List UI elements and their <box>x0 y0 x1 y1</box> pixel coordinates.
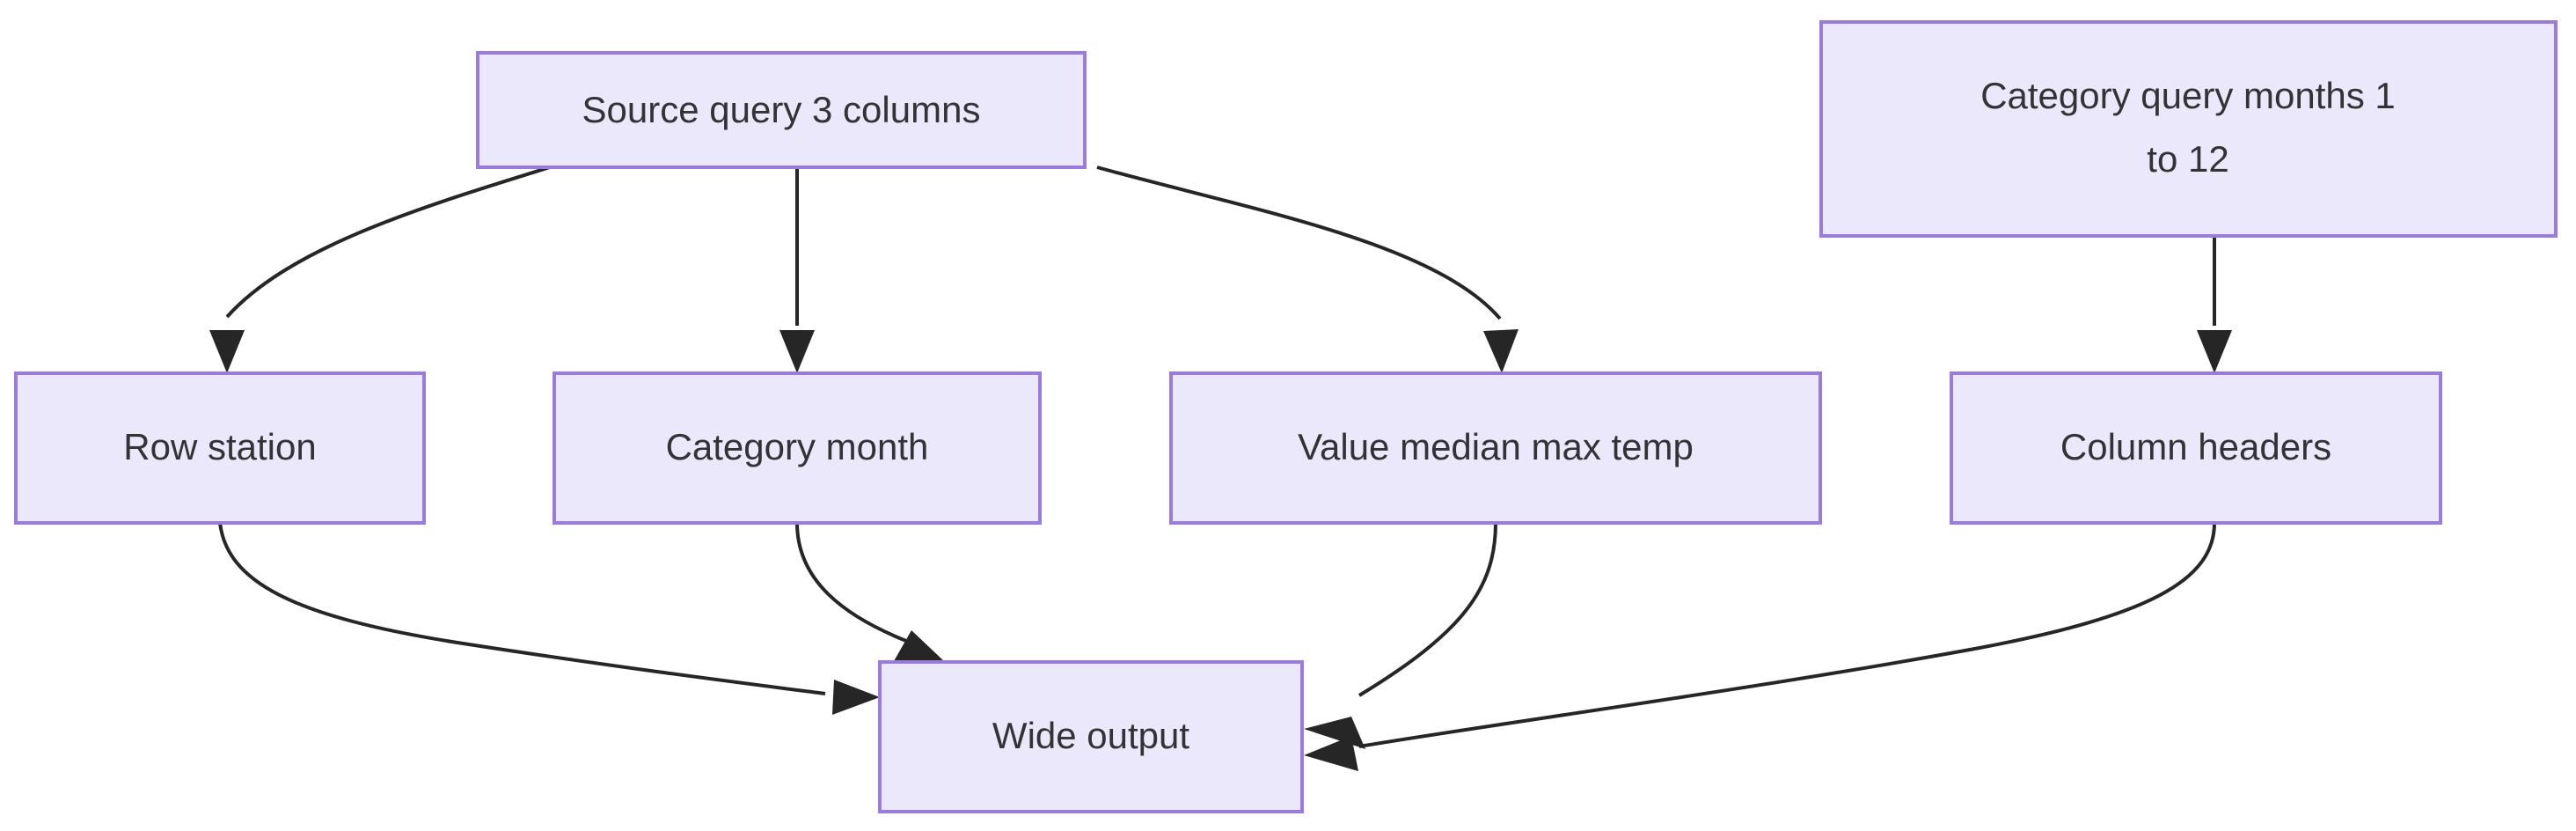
arrowhead-source-value <box>1483 329 1519 373</box>
arrowhead-source-category <box>779 330 815 373</box>
node-layer: Source query 3 columns Category query mo… <box>14 20 2558 813</box>
edge-source-to-value <box>1096 165 1519 373</box>
node-category-query[interactable]: Category query months 1 to 12 <box>1819 20 2558 238</box>
node-rect-source-query[interactable] <box>476 51 1087 169</box>
node-category-month[interactable]: Category month <box>553 371 1042 525</box>
edge-value-to-wide <box>1304 522 1497 749</box>
node-label-wide-output: Wide output <box>992 715 1189 756</box>
arrowhead-headers-wide <box>1304 736 1358 771</box>
node-column-headers[interactable]: Column headers <box>1950 371 2442 525</box>
edge-path-source-row <box>225 165 551 319</box>
node-rect-column-headers[interactable] <box>1950 371 2442 525</box>
edge-path-headers-wide <box>1358 522 2216 748</box>
node-label-category-month: Category month <box>666 426 929 467</box>
node-label-source-query: Source query 3 columns <box>582 89 981 130</box>
arrowhead-row-wide <box>832 680 880 715</box>
node-rect-category-query[interactable] <box>1819 20 2558 238</box>
edge-path-row-wide <box>218 522 826 695</box>
edge-catquery-to-headers <box>2197 236 2232 373</box>
node-label-category-query-line1: Category query months 1 <box>1980 75 2396 116</box>
node-wide-output[interactable]: Wide output <box>878 660 1304 813</box>
node-label-row-station: Row station <box>123 426 316 467</box>
edge-source-to-row <box>209 165 551 373</box>
node-value-median-max-temp[interactable]: Value median max temp <box>1169 371 1822 525</box>
node-label-value-median-max-temp: Value median max temp <box>1298 426 1694 467</box>
edge-path-category-wide <box>795 522 907 643</box>
arrowhead-catquery-headers <box>2197 330 2232 373</box>
node-row-station[interactable]: Row station <box>14 371 426 525</box>
node-rect-value-median-max-temp[interactable] <box>1169 371 1822 525</box>
node-source-query[interactable]: Source query 3 columns <box>476 51 1087 169</box>
node-label-category-query-line2: to 12 <box>2147 138 2228 180</box>
edge-path-value-wide <box>1358 522 1497 697</box>
node-rect-row-station[interactable] <box>14 371 426 525</box>
edge-layer <box>209 165 2232 771</box>
edge-source-to-category <box>779 167 815 373</box>
node-rect-wide-output[interactable] <box>878 660 1304 813</box>
edge-category-to-wide <box>795 522 945 662</box>
node-rect-category-month[interactable] <box>553 371 1042 525</box>
arrowhead-source-row <box>209 330 245 373</box>
node-label-column-headers: Column headers <box>2060 426 2331 467</box>
edge-headers-to-wide <box>1304 522 2216 771</box>
edge-path-source-value <box>1096 165 1502 320</box>
arrowhead-category-wide <box>894 630 945 662</box>
edge-row-to-wide <box>218 522 880 715</box>
